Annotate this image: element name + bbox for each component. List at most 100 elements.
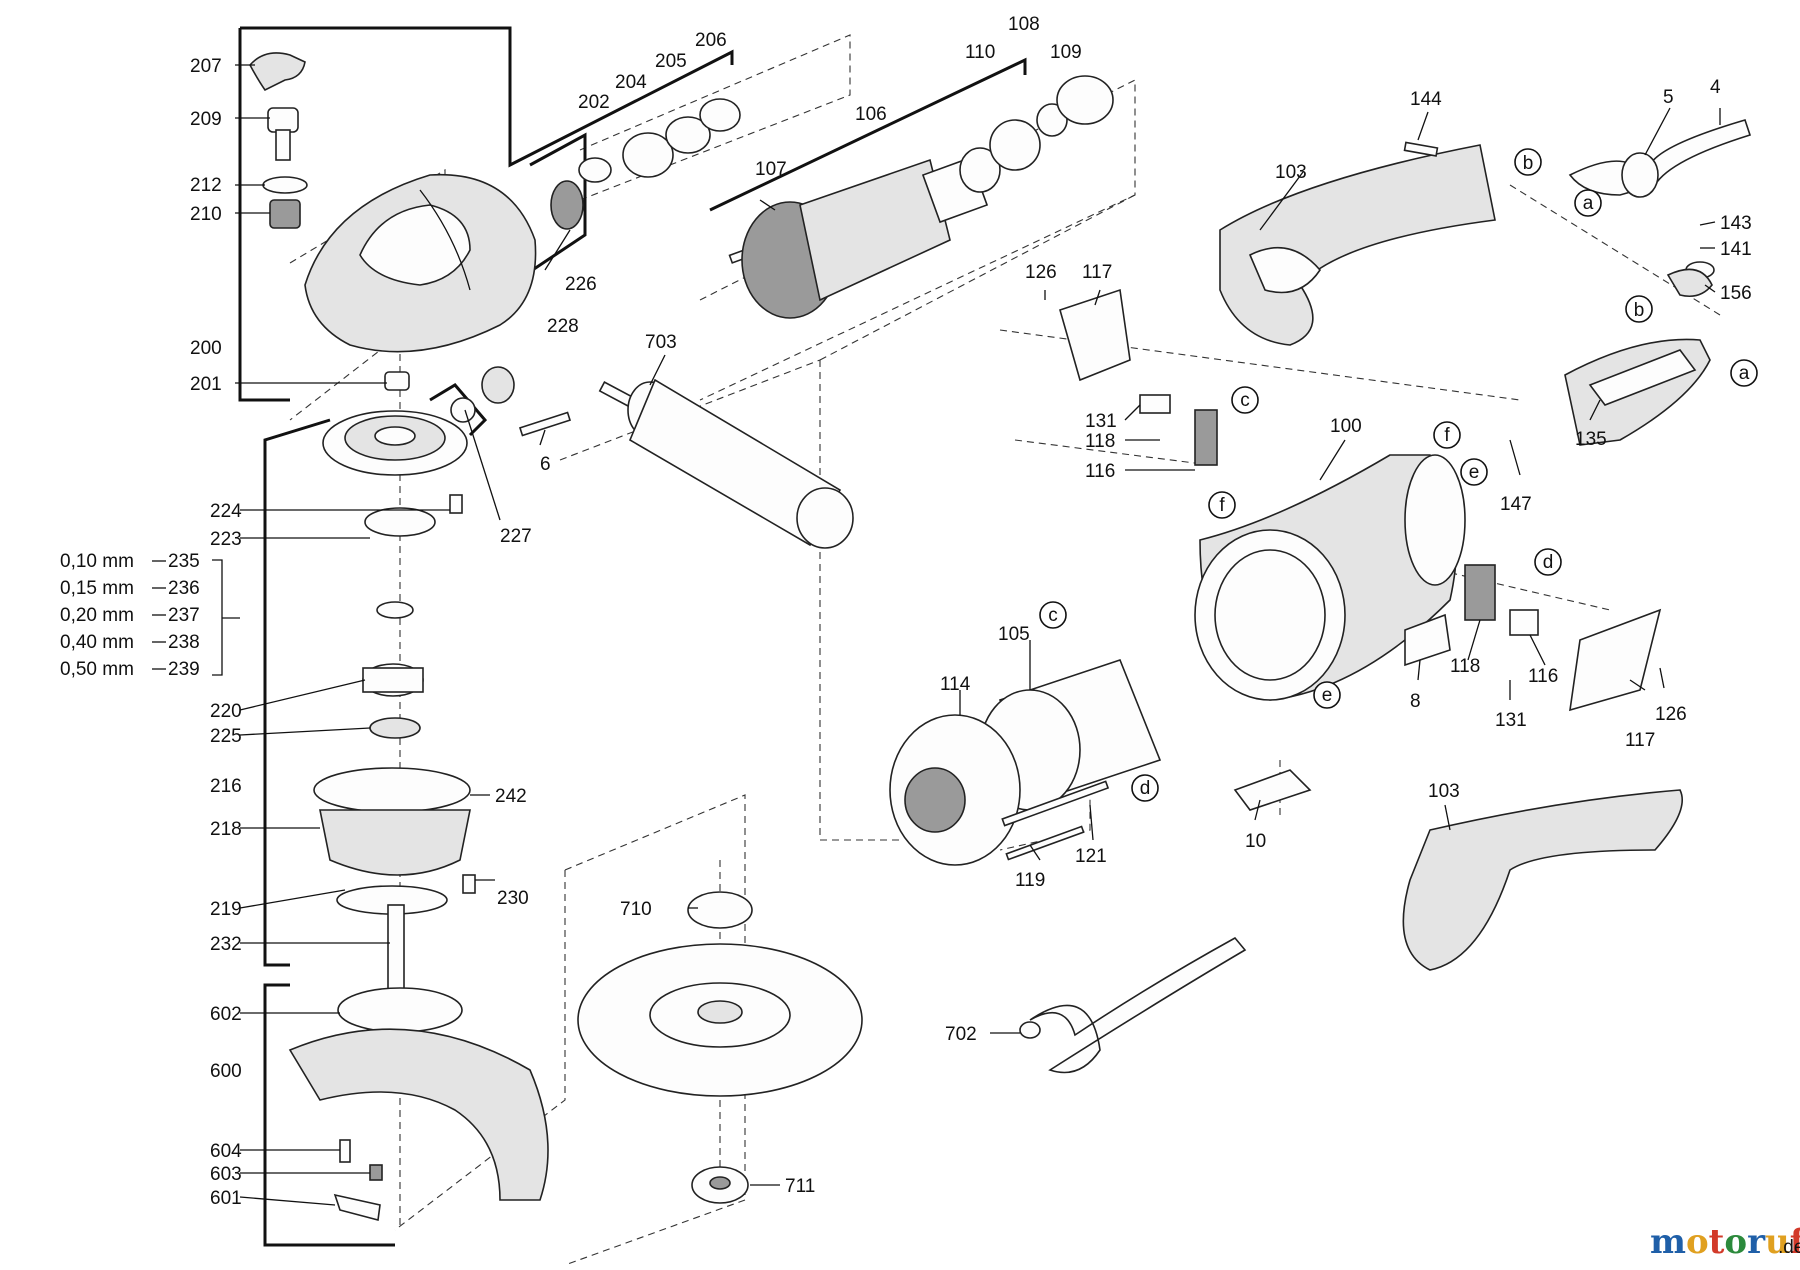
part-label: 237	[168, 605, 200, 626]
part-label: 116	[1528, 666, 1558, 687]
part-label: 703	[645, 332, 677, 353]
connector-e-right	[1460, 458, 1488, 486]
part-label: 141	[1720, 239, 1752, 260]
connector-d-low	[1131, 774, 1159, 802]
stator-field	[889, 659, 1162, 866]
connector-a-top-letter: a	[1583, 193, 1594, 214]
part-label: 209	[190, 109, 222, 130]
part-label: 156	[1720, 283, 1752, 304]
watermark-suffix: .de	[1778, 1237, 1800, 1258]
part-label: 131	[1495, 710, 1527, 731]
part-label: 103	[1428, 781, 1460, 802]
part-label: 117	[1082, 262, 1112, 283]
part-label: 230	[497, 888, 529, 909]
part-label: 119	[1015, 870, 1045, 891]
part-label: 110	[965, 42, 995, 63]
part-label: 118	[1085, 431, 1115, 452]
connector-markers: b a b a c f e f d c e d	[1039, 148, 1758, 802]
part-label: 109	[1050, 42, 1082, 63]
part-label: 711	[785, 1176, 815, 1197]
armature	[728, 75, 1114, 319]
part-label: 223	[210, 529, 242, 550]
part-label: 235	[168, 551, 200, 572]
part-label: 210	[190, 204, 222, 225]
rear-handle-bottom	[1402, 789, 1684, 971]
connector-d-right-letter: d	[1543, 552, 1554, 573]
part-label: 228	[547, 316, 579, 337]
part-label: 225	[210, 726, 242, 747]
connector-c-top-letter: c	[1240, 390, 1250, 411]
connector-c-mid	[1039, 601, 1067, 629]
part-label: 6	[540, 454, 551, 475]
spanner-wrench	[1019, 936, 1247, 1074]
part-label: 5	[1663, 87, 1674, 108]
part-label: 219	[210, 899, 242, 920]
watermark-text: motoruf	[1650, 1222, 1800, 1262]
connector-e-right-letter: e	[1469, 462, 1480, 483]
part-label: 114	[940, 674, 971, 695]
part-label: 224	[210, 501, 242, 522]
side-handle	[598, 378, 854, 549]
connector-a-mid-letter: a	[1739, 363, 1750, 384]
leader-lines	[212, 64, 1721, 1206]
cable-switch	[1564, 119, 1752, 446]
part-label: 602	[210, 1004, 242, 1025]
connector-b-mid-letter: b	[1634, 300, 1645, 321]
part-label: 105	[998, 624, 1030, 645]
gear-head-assembly	[249, 52, 549, 1222]
connector-b-top	[1514, 148, 1542, 176]
part-label: 200	[190, 338, 222, 359]
part-label: 126	[1025, 262, 1057, 283]
part-label: 117	[1625, 730, 1655, 751]
part-label: 8	[1410, 691, 1421, 712]
part-label: 218	[210, 819, 242, 840]
part-label: 121	[1075, 846, 1107, 867]
part-label: 207	[190, 56, 222, 77]
connector-f-right	[1433, 421, 1461, 449]
part-label: 603	[210, 1164, 242, 1185]
part-label: 4	[1710, 77, 1721, 98]
part-label: 216	[210, 776, 242, 797]
part-label: 212	[190, 175, 222, 196]
part-label: 600	[210, 1061, 242, 1082]
connector-b-top-letter: b	[1523, 153, 1534, 174]
wheel-parts	[577, 891, 863, 1204]
thickness-label: 0,50 mm	[60, 659, 134, 680]
part-label: 106	[855, 104, 887, 125]
part-label: 239	[168, 659, 200, 680]
connector-a-mid	[1730, 359, 1758, 387]
part-label: 226	[565, 274, 597, 295]
part-label: 100	[1330, 416, 1362, 437]
part-label: 206	[695, 30, 727, 51]
part-label: 220	[210, 701, 242, 722]
connector-f-mid-letter: f	[1219, 495, 1225, 516]
connector-a-top	[1574, 189, 1602, 217]
part-label: 126	[1655, 704, 1687, 725]
motor-housing	[1194, 454, 1466, 701]
thickness-label: 0,40 mm	[60, 632, 134, 653]
watermark-logo: motoruf .de	[1650, 1222, 1800, 1262]
part-label: 131	[1085, 411, 1117, 432]
part-label: 135	[1575, 429, 1607, 450]
thickness-label: 0,20 mm	[60, 605, 134, 626]
connector-b-mid	[1625, 295, 1653, 323]
thickness-label: 0,15 mm	[60, 578, 134, 599]
part-labels: 207 209 212 210 200 201 224 223 235 236 …	[168, 14, 1752, 1209]
part-label: 238	[168, 632, 200, 653]
connector-d-right	[1534, 548, 1562, 576]
part-label: 107	[755, 159, 787, 180]
pinion-bearings	[450, 98, 741, 437]
connector-e-mid-letter: e	[1322, 685, 1333, 706]
part-label: 147	[1500, 494, 1532, 515]
connector-e-mid	[1313, 681, 1341, 709]
part-label: 227	[500, 526, 532, 547]
part-label: 201	[190, 374, 222, 395]
part-label: 202	[578, 92, 610, 113]
connector-c-mid-letter: c	[1048, 605, 1058, 626]
part-label: 236	[168, 578, 200, 599]
part-label: 118	[1450, 656, 1480, 677]
part-label: 242	[495, 786, 527, 807]
part-label: 710	[620, 899, 652, 920]
part-label: 143	[1720, 213, 1752, 234]
